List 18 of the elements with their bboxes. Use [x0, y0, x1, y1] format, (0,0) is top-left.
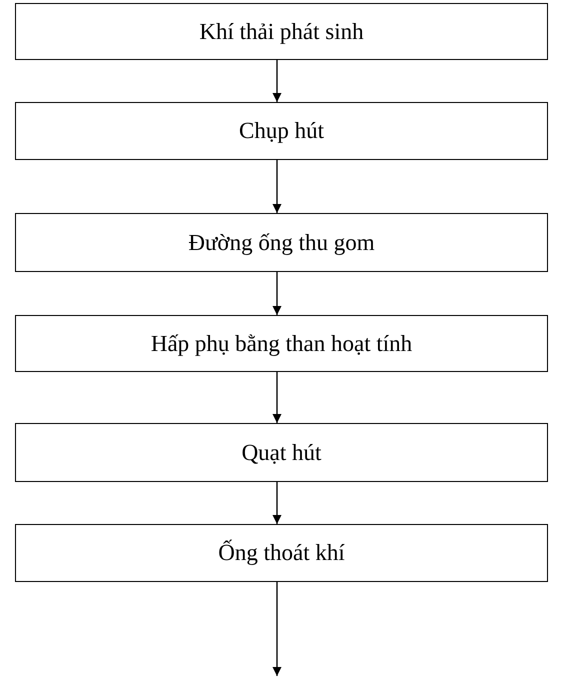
step-label: Khí thải phát sinh — [199, 18, 364, 44]
process-box — [15, 213, 548, 272]
arrow — [272, 372, 282, 423]
process-box — [15, 423, 548, 482]
process-box — [15, 524, 548, 582]
arrow — [272, 482, 282, 524]
arrow — [272, 160, 282, 213]
step-label: Đường ống thu gom — [188, 230, 375, 256]
arrow — [272, 582, 282, 676]
arrow — [272, 272, 282, 315]
step-label: Quạt hút — [242, 440, 322, 466]
step-label: Chụp hút — [239, 118, 324, 144]
step-label: Ống thoát khí — [218, 540, 345, 566]
process-box — [15, 3, 548, 60]
arrow — [272, 60, 282, 102]
step-label: Hấp phụ bằng than hoạt tính — [150, 330, 412, 356]
process-box — [15, 315, 548, 372]
process-box — [15, 102, 548, 160]
